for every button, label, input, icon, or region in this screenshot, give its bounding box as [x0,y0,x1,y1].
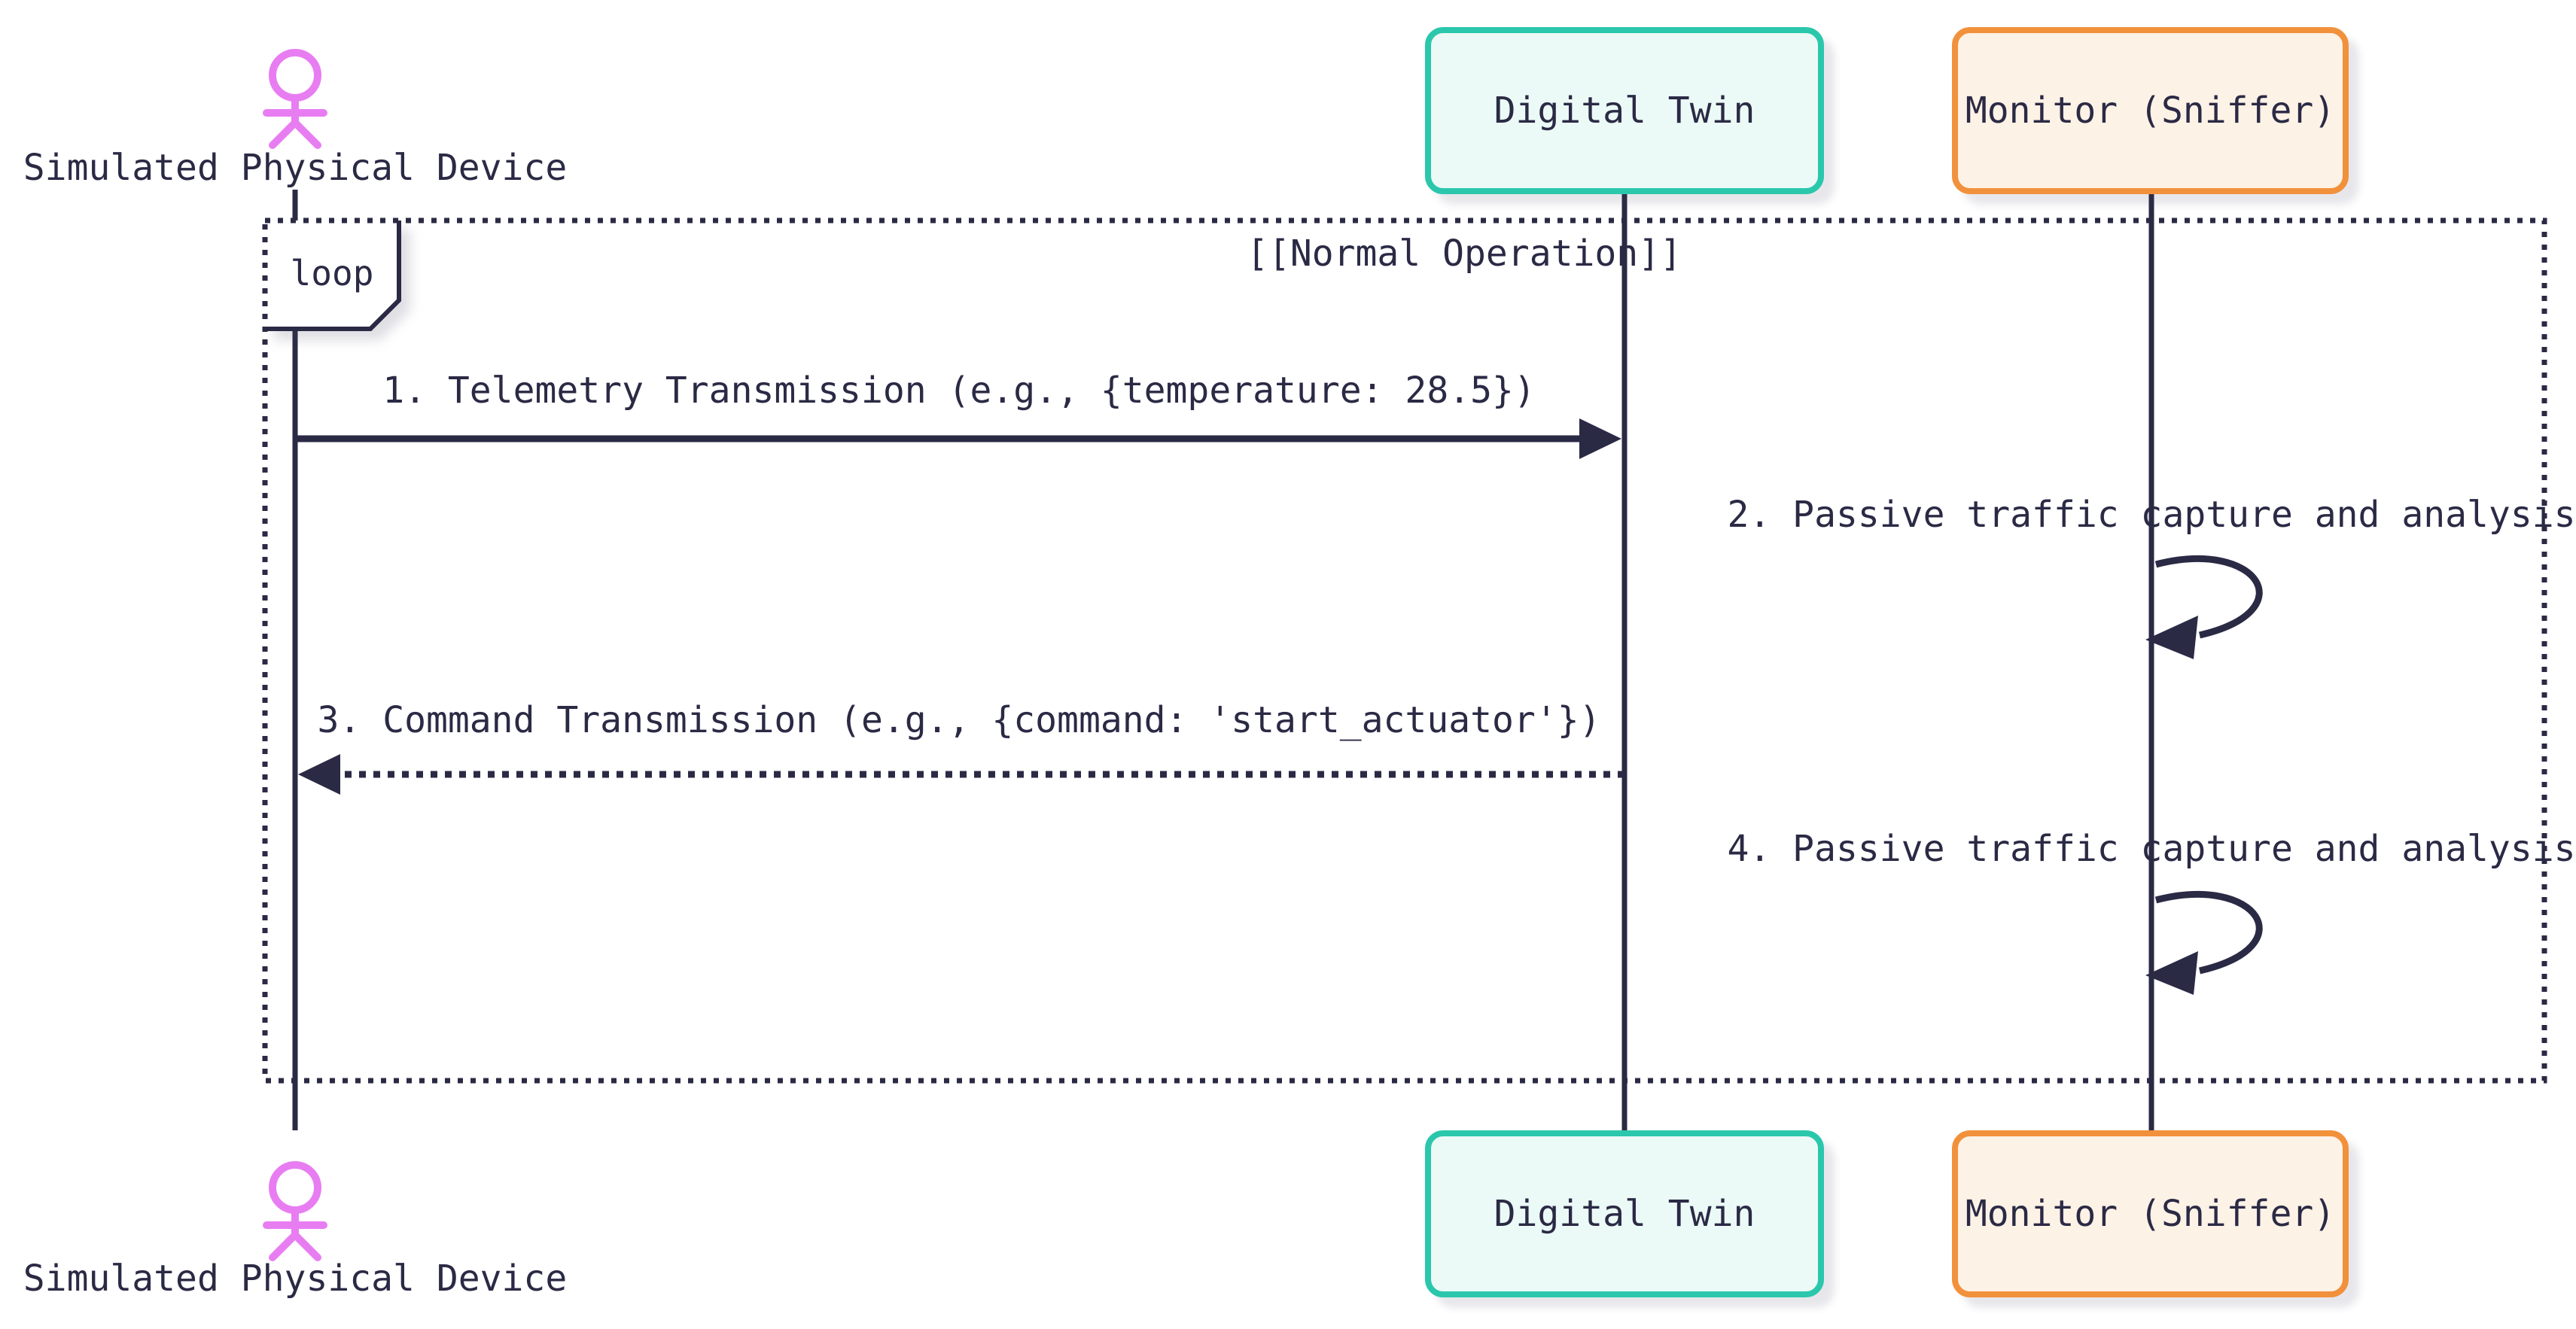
loop-frame [262,217,2547,1084]
actor-icon-bottom [263,1161,327,1261]
participant-digital-twin-bottom-label: Digital Twin [1494,1193,1755,1235]
loop-operator-label: loop [290,253,374,293]
loop-title: [[Normal Operation]] [1247,233,1682,275]
message-2-self-loop-arrow [2145,555,2263,659]
participant-digital-twin-top: Digital Twin [1425,27,1824,194]
message-3-text: 3. Command Transmission (e.g., {command:… [317,699,1601,741]
message-1-text: 1. Telemetry Transmission (e.g., {temper… [382,370,1536,412]
actor-icon-top [263,49,327,149]
participant-digital-twin-bottom: Digital Twin [1425,1130,1824,1297]
participant-monitor-sniffer-top: Monitor (Sniffer) [1952,27,2349,194]
message-1-arrow [297,418,1621,459]
participant-digital-twin-top-label: Digital Twin [1494,90,1755,132]
actor-label-bottom: Simulated Physical Device [23,1258,568,1300]
participant-monitor-sniffer-bottom: Monitor (Sniffer) [1952,1130,2349,1297]
participant-monitor-sniffer-top-label: Monitor (Sniffer) [1965,90,2336,132]
message-4-text: 4. Passive traffic capture and analysis [1727,828,2576,870]
loop-operator-pentagon [265,220,401,331]
message-2-text: 2. Passive traffic capture and analysis [1727,494,2576,536]
actor-label-top: Simulated Physical Device [23,147,568,189]
participant-monitor-sniffer-bottom-label: Monitor (Sniffer) [1965,1193,2336,1235]
message-3-arrow [298,754,1624,795]
message-4-self-loop-arrow [2145,890,2263,995]
